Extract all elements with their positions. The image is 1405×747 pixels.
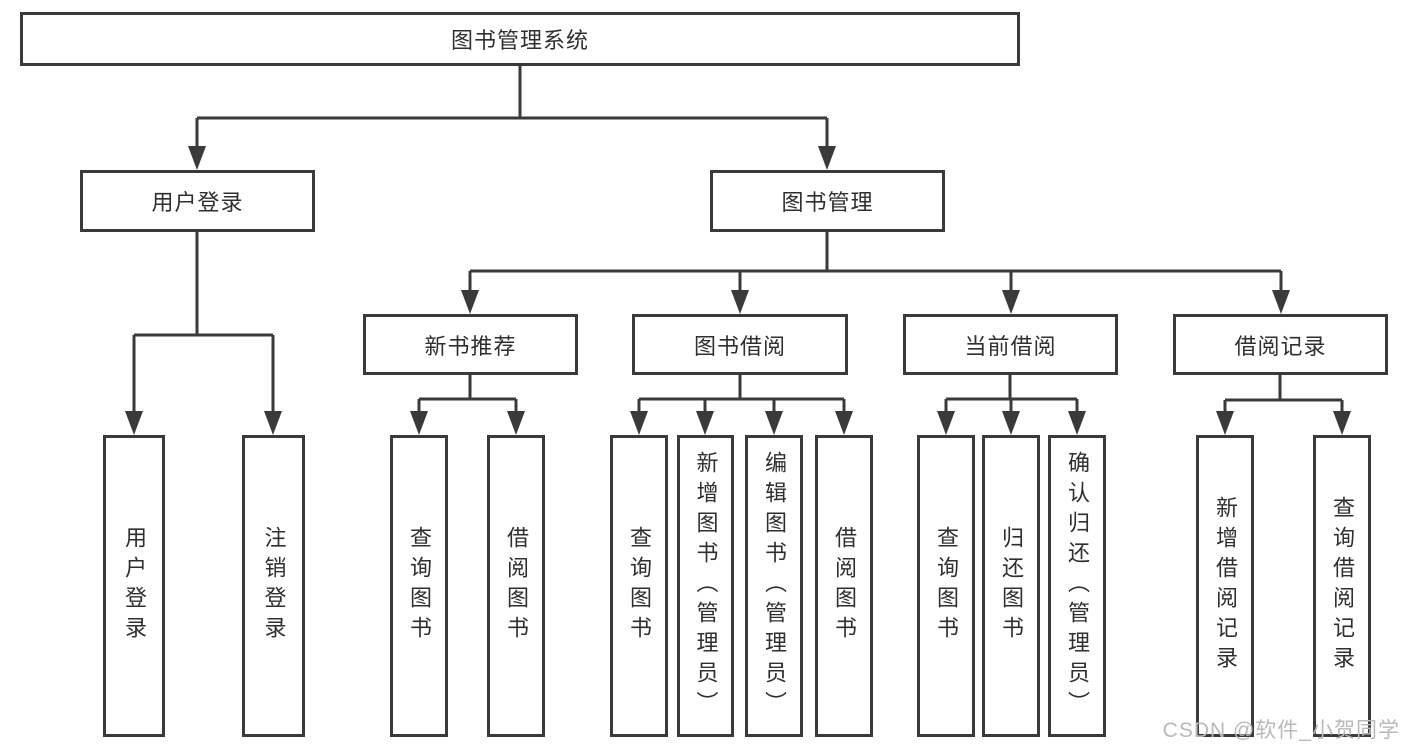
node-library-management-system: 图书管理系统 bbox=[20, 12, 1020, 66]
leaf-label: 查询借阅记录 bbox=[1330, 496, 1355, 676]
leaf-label: 借阅图书 bbox=[832, 526, 857, 646]
watermark-text: CSDN @软件_小贺同学 bbox=[1162, 719, 1400, 742]
leaf-edit-books-admin: 编辑图书（管理员） bbox=[745, 435, 803, 737]
node-label: 新书推荐 bbox=[424, 333, 517, 359]
node-label: 借阅记录 bbox=[1234, 333, 1327, 359]
node-label: 当前借阅 bbox=[964, 333, 1057, 359]
node-borrow-records: 借阅记录 bbox=[1173, 314, 1388, 375]
node-label: 图书管理系统 bbox=[450, 28, 589, 53]
node-user-login: 用户登录 bbox=[80, 170, 315, 232]
leaf-label: 查询图书 bbox=[407, 526, 432, 646]
leaf-logout: 注销登录 bbox=[242, 435, 305, 737]
leaf-label: 查询图书 bbox=[934, 526, 959, 646]
leaf-confirm-return-admin: 确认归还（管理员） bbox=[1048, 435, 1106, 737]
node-new-book-recommend: 新书推荐 bbox=[363, 314, 578, 375]
node-current-borrow: 当前借阅 bbox=[903, 314, 1118, 375]
leaf-label: 查询图书 bbox=[627, 526, 652, 646]
node-book-borrow: 图书借阅 bbox=[632, 314, 848, 375]
leaf-query-borrow-record: 查询借阅记录 bbox=[1313, 435, 1371, 737]
leaf-label: 编辑图书（管理员） bbox=[762, 451, 787, 721]
leaf-user-login: 用户登录 bbox=[103, 435, 165, 737]
leaf-label: 借阅图书 bbox=[504, 526, 529, 646]
leaf-return-books: 归还图书 bbox=[982, 435, 1040, 737]
node-book-management: 图书管理 bbox=[710, 170, 945, 232]
leaf-borrow-books: 借阅图书 bbox=[815, 435, 873, 737]
leaf-query-books-borrow: 查询图书 bbox=[610, 435, 668, 737]
leaf-label: 新增借阅记录 bbox=[1213, 496, 1238, 676]
leaf-label: 用户登录 bbox=[122, 526, 147, 646]
node-label: 图书管理 bbox=[781, 190, 874, 215]
leaf-borrow-books-recommend: 借阅图书 bbox=[487, 435, 545, 737]
node-label: 用户登录 bbox=[151, 190, 244, 215]
leaf-query-books-current: 查询图书 bbox=[917, 435, 975, 737]
leaf-label: 确认归还（管理员） bbox=[1065, 451, 1090, 721]
leaf-label: 归还图书 bbox=[999, 526, 1024, 646]
node-label: 图书借阅 bbox=[693, 333, 786, 359]
leaf-query-books-recommend: 查询图书 bbox=[390, 435, 448, 737]
leaf-label: 注销登录 bbox=[261, 526, 287, 646]
leaf-add-books-admin: 新增图书（管理员） bbox=[677, 435, 734, 737]
leaf-add-borrow-record: 新增借阅记录 bbox=[1196, 435, 1254, 737]
leaf-label: 新增图书（管理员） bbox=[693, 451, 719, 721]
